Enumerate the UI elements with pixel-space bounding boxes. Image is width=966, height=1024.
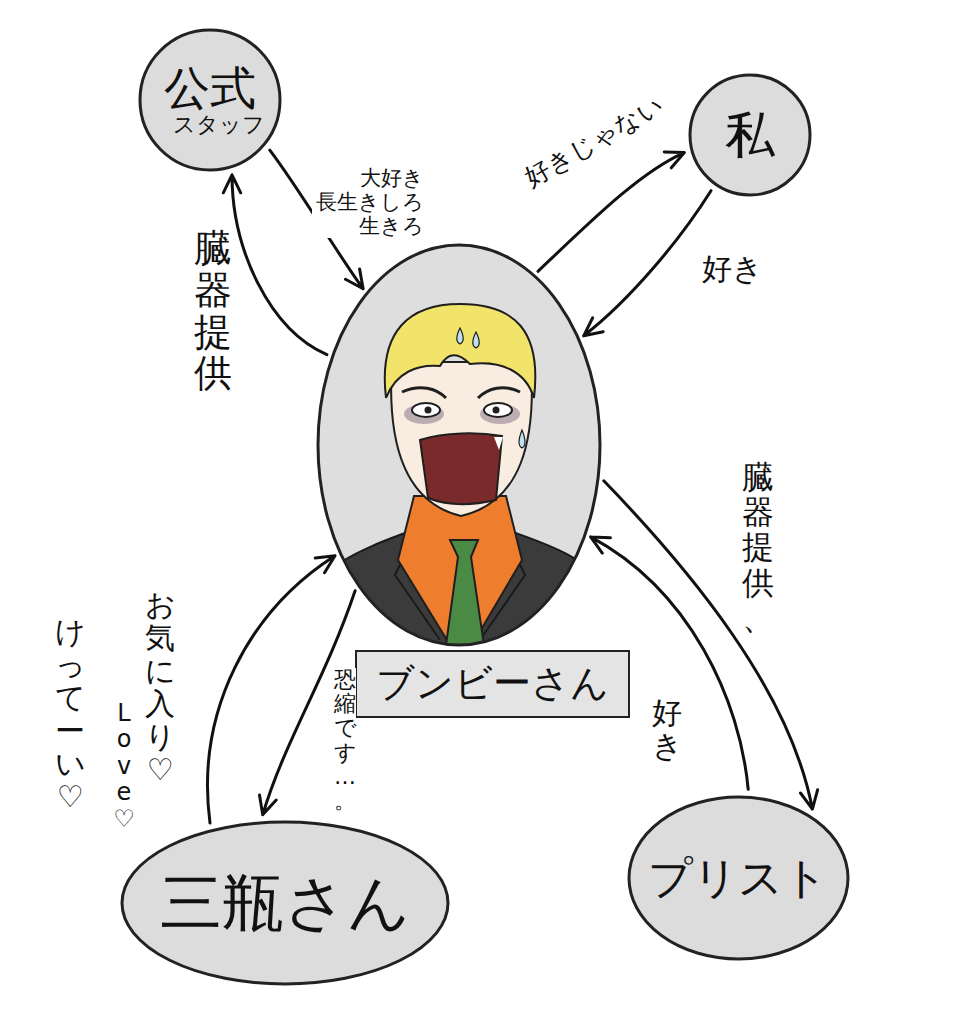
edge-label: 臓器提供	[194, 228, 232, 395]
node-outline	[318, 245, 630, 720]
portrait-node: ブンビーさん	[318, 245, 630, 720]
man-figure	[300, 304, 620, 680]
ellipse-node: プリスト	[627, 795, 850, 961]
outline-ellipse	[690, 75, 810, 195]
label-column: けってーい♡	[55, 615, 85, 813]
label-column: Love♡	[112, 700, 136, 832]
ellipse-node: 私	[688, 73, 812, 197]
outline-ellipse	[122, 822, 448, 984]
ellipse-node: 三瓶さん	[120, 820, 450, 986]
node-title: プリスト	[648, 854, 828, 902]
ellipse-node: 公式スタッフ	[138, 28, 282, 172]
outline-ellipse	[140, 30, 280, 170]
edge-label: 好き	[702, 252, 763, 287]
outline-ellipse	[318, 245, 600, 645]
connector-line	[604, 481, 818, 809]
node-subtitle: スタッフ	[173, 113, 265, 137]
arrow-connector	[604, 481, 818, 809]
arrow-connector	[260, 591, 356, 815]
edge-label: 好きじゃない	[520, 91, 669, 193]
arrow-connector	[584, 191, 711, 336]
outline-ellipse	[629, 797, 848, 959]
node-title: 公式	[164, 63, 256, 114]
node-title: 私	[725, 108, 775, 163]
edge-label: 好き	[652, 696, 682, 762]
connector-line	[260, 591, 356, 815]
edge-label: 大好き 長生きしろ 生きろ	[312, 166, 424, 238]
node-title: 三瓶さん	[160, 869, 410, 937]
edge-label: 恐縮です…。	[334, 668, 356, 813]
edge-label: 臓器提供、	[742, 460, 774, 636]
node-title: ブンビーさん	[355, 650, 630, 718]
connector-line	[584, 191, 711, 336]
label-column: お気に入り♡	[145, 588, 175, 786]
